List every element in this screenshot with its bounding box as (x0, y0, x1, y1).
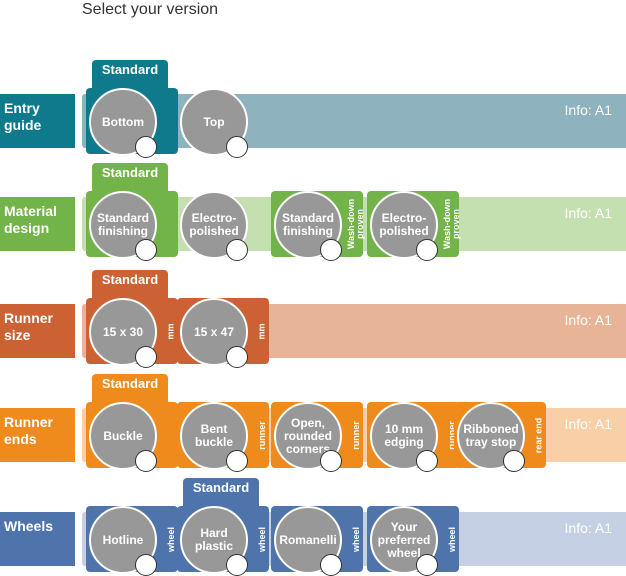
info-link-runner-ends[interactable]: Info: A1 (564, 416, 612, 432)
option-tag-text: Wash-down proven (346, 198, 366, 250)
category-label-material: Material design (0, 197, 75, 251)
info-link-runner-size[interactable]: Info: A1 (564, 312, 612, 328)
select-radio[interactable] (135, 136, 157, 158)
select-radio[interactable] (226, 239, 248, 261)
option-tag-text: Wash-down proven (442, 198, 462, 250)
select-radio[interactable] (226, 346, 248, 368)
option-wheels-4[interactable]: Your preferred wheel wheel (367, 506, 459, 576)
standard-badge: Standard (92, 374, 168, 404)
select-radio[interactable] (416, 239, 438, 261)
standard-badge: Standard (92, 163, 168, 193)
option-tag: mm (255, 298, 269, 364)
standard-badge: Standard (92, 60, 168, 90)
option-runner-ends-2[interactable]: Bent buckle runner (177, 402, 269, 472)
select-radio[interactable] (226, 450, 248, 472)
option-tag: wheel (349, 506, 363, 572)
option-tag: Wash-down proven (346, 191, 366, 257)
option-tag-text: runner (350, 420, 361, 450)
option-tag: rear end (532, 402, 546, 468)
select-radio[interactable] (503, 450, 525, 472)
page-title: Select your version (82, 1, 219, 18)
option-tag: Wash-down proven (442, 191, 462, 257)
select-radio[interactable] (226, 554, 248, 576)
option-label: Bent buckle (180, 402, 248, 470)
option-tag: mm (164, 298, 178, 364)
info-link-entry[interactable]: Info: A1 (564, 102, 612, 118)
option-tag-text: mm (256, 322, 267, 340)
option-label: 15 x 47 (180, 298, 248, 366)
option-label: Ribboned tray stop (457, 402, 525, 470)
option-tag: wheel (255, 506, 269, 572)
select-radio[interactable] (320, 450, 342, 472)
select-radio[interactable] (320, 554, 342, 576)
option-material-2[interactable]: Electro- polished (177, 191, 269, 261)
option-tag-text: wheel (256, 526, 267, 552)
option-runner-size-2[interactable]: 15 x 47 mm (177, 298, 269, 368)
option-tag-text: mm (165, 322, 176, 340)
option-tag: wheel (445, 506, 459, 572)
info-link-wheels[interactable]: Info: A1 (564, 520, 612, 536)
select-radio[interactable] (135, 554, 157, 576)
option-tag: runner (349, 402, 363, 468)
select-radio[interactable] (416, 450, 438, 472)
select-radio[interactable] (226, 136, 248, 158)
category-label-wheels: Wheels (0, 512, 75, 566)
info-link-material[interactable]: Info: A1 (564, 205, 612, 221)
option-label: Your preferred wheel (370, 506, 438, 574)
option-tag-text: rear end (533, 417, 544, 453)
option-tag: runner (255, 402, 269, 468)
standard-badge: Standard (183, 478, 259, 508)
select-radio[interactable] (416, 554, 438, 576)
option-tag-text: runner (256, 420, 267, 450)
option-tag: wheel (164, 506, 178, 572)
option-tag-text: wheel (350, 526, 361, 552)
select-radio[interactable] (135, 450, 157, 472)
category-label-runner-ends: Runner ends (0, 408, 75, 462)
standard-badge: Standard (92, 270, 168, 300)
option-tag-text: wheel (446, 526, 457, 552)
category-label-runner-size: Runner size (0, 304, 75, 358)
option-tag-text: wheel (165, 526, 176, 552)
select-radio[interactable] (135, 239, 157, 261)
category-label-entry: Entry guide (0, 94, 75, 148)
option-entry-2[interactable]: Top (177, 88, 269, 158)
select-radio[interactable] (135, 346, 157, 368)
select-radio[interactable] (320, 239, 342, 261)
option-label: 10 mm edging (370, 402, 438, 470)
option-runner-ends-5[interactable]: Ribboned tray stop rear end (454, 402, 546, 472)
